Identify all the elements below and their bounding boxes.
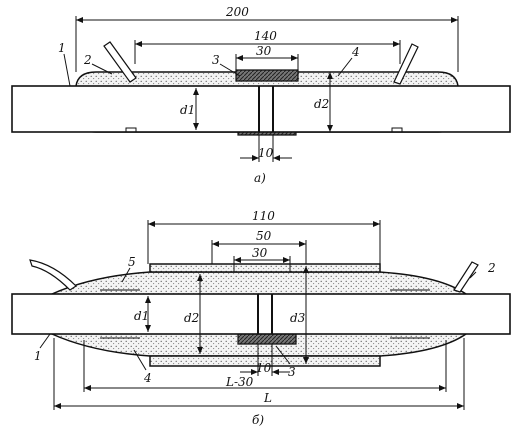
core-a [235,69,299,82]
dim-140-a: 140 [254,29,277,43]
dim-L-b: L [263,391,272,405]
diagram-b: 110 50 30 10 L-30 L d1 d2 d3 1 2 3 [11,209,511,427]
dim-d3-b: d3 [290,311,306,325]
wire-left-b [29,259,77,291]
wire-left-a [103,41,137,83]
dim-30-a: 30 [256,44,272,58]
caption-b: б) [252,413,264,427]
callout-4-a: 4 [351,45,360,59]
callout-2-b: 2 [487,261,496,275]
callout-2-a: 2 [83,53,92,67]
dim-110-b: 110 [252,209,275,223]
dim-d2-b: d2 [184,311,199,325]
wire-right-b [453,261,479,293]
diagram-a: 200 140 30 10 d1 d2 1 2 3 4 а) [11,5,511,185]
dim-L30-b: L-30 [225,375,254,389]
callout-5-b: 5 [128,255,136,269]
dim-50-b: 50 [256,229,272,243]
callout-3-a: 3 [212,53,220,67]
dim-30-b: 30 [252,246,268,260]
dim-d2-a: d2 [314,97,329,111]
callout-1-b: 1 [34,349,42,363]
dim-10-b: 10 [256,361,272,375]
callout-4-b: 4 [143,371,152,385]
dim-d1-b: d1 [134,309,149,323]
wire-right-a [393,43,419,85]
dim-d1-a: d1 [180,103,195,117]
sleeve-b-center [149,263,381,273]
caption-a: а) [254,171,266,185]
dim-10-a: 10 [258,146,274,160]
dim-200-a: 200 [225,5,249,19]
callout-3-b: 3 [288,365,296,379]
callout-1-a: 1 [58,41,66,55]
